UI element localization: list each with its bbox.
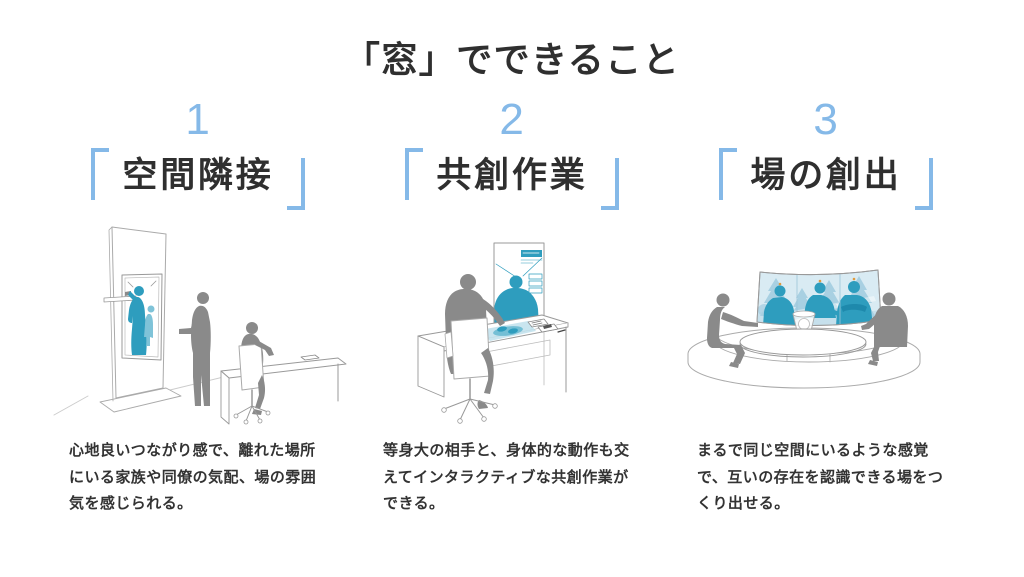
lifesize-screen (493, 242, 545, 386)
illustration-box (676, 218, 976, 430)
standing-person-silhouette (179, 292, 211, 406)
column-number: 3 (813, 95, 839, 144)
column-heading: 空間隣接 (122, 156, 274, 195)
column-heading: 共創作業 (436, 156, 588, 195)
seated-person-silhouette (441, 274, 505, 424)
column-number: 2 (499, 95, 525, 144)
shared-work-surface (480, 318, 566, 341)
right-person-silhouette (861, 292, 908, 366)
remote-participants (763, 281, 873, 326)
heading-row: 空間隣接 (91, 148, 305, 210)
columns: 1 空間隣接 (0, 80, 1024, 533)
corner-bracket-right-icon (600, 158, 619, 210)
column-description: 心地良いつながり感で、離れた場所にいる家族や同僚の気配、場の雰囲気を感じられる。 (69, 442, 317, 513)
remote-person-silhouette (128, 286, 155, 355)
desk-screen-collaboration-illustration (417, 242, 569, 424)
corner-bracket-left-icon (91, 148, 110, 200)
corner-bracket-right-icon (914, 158, 933, 210)
table-device (792, 310, 816, 332)
column-place-creation: 3 場の創出 (673, 80, 979, 533)
seated-person-silhouette (233, 322, 274, 425)
column-heading: 場の創出 (750, 156, 902, 195)
curved-screen (756, 269, 882, 327)
heading-row: 共創作業 (405, 148, 619, 210)
illustration-box (48, 218, 348, 430)
side-desk (220, 354, 347, 425)
heading-row: 場の創出 (719, 148, 933, 210)
illustration-box (382, 218, 642, 430)
column-description: まるで同じ空間にいるような感覚で、互いの存在を認識できる場をつくり出せる。 (697, 442, 944, 513)
page-title: 「窓」でできること (343, 39, 681, 80)
column-spatial-adjacency: 1 空間隣接 (45, 80, 351, 533)
column-co-creation: 2 共創作業 (359, 80, 665, 533)
vertical-window-display-illustration (53, 226, 347, 425)
column-description: 等身大の相手と、身体的な動作も交えてインタラクティブな共創作業ができる。 (383, 442, 630, 513)
round-table-shared-space-illustration (687, 269, 921, 389)
left-person-silhouette (707, 293, 758, 368)
corner-bracket-left-icon (719, 148, 738, 200)
round-table (739, 328, 867, 358)
corner-bracket-left-icon (405, 148, 424, 200)
corner-bracket-right-icon (286, 158, 305, 210)
column-number: 1 (185, 95, 211, 144)
